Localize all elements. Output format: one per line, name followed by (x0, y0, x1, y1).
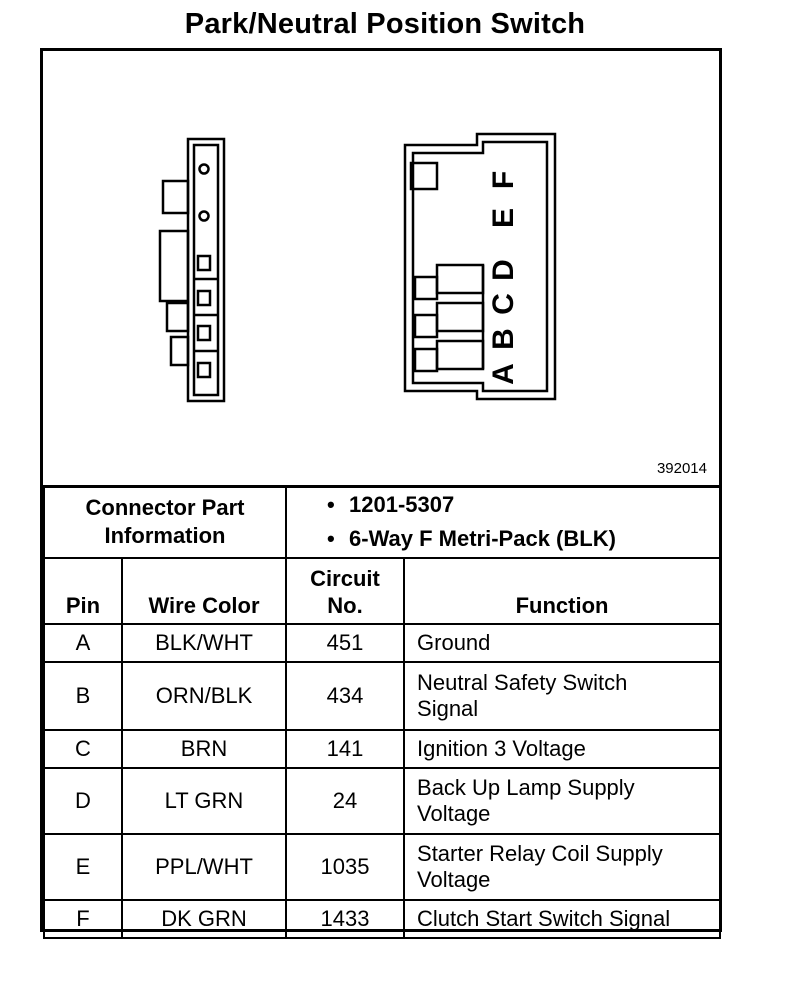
table-row: A BLK/WHT 451 Ground (43, 623, 722, 663)
function-line: Back Up Lamp Supply (417, 775, 635, 800)
cell-wire-color: BRN (120, 729, 288, 769)
cell-pin: D (43, 767, 123, 835)
pin-letter-row: A B C D E F (487, 157, 520, 397)
cell-circuit: 24 (285, 767, 406, 835)
connector-illustration (158, 132, 557, 403)
cell-function: Ground (403, 623, 722, 663)
cell-pin: C (43, 729, 123, 769)
cell-pin: A (43, 623, 123, 663)
function-line: Clutch Start Switch Signal (417, 906, 671, 931)
connector-face-view (403, 132, 557, 401)
cell-function: Clutch Start Switch Signal (403, 899, 722, 939)
cell-circuit: 451 (285, 623, 406, 663)
header-circuit-no: Circuit No. (285, 557, 406, 625)
cell-wire-color: PPL/WHT (120, 833, 288, 901)
header-function: Function (403, 557, 722, 625)
function-line: Starter Relay Coil Supply (417, 841, 663, 866)
connector-side-view (158, 137, 226, 403)
pin-letter-d: D (487, 259, 520, 281)
cell-circuit: 434 (285, 661, 406, 731)
connector-part-number: 1201-5307 (327, 488, 719, 522)
function-line: Signal (417, 696, 479, 721)
connector-drawing: A B C D E F 392014 (43, 51, 719, 488)
cell-function: Ignition 3 Voltage (403, 729, 722, 769)
connector-type: 6-Way F Metri-Pack (BLK) (327, 522, 719, 556)
table-header-row: Pin Wire Color Circuit No. Function (43, 557, 722, 625)
figure-number: 392014 (656, 460, 707, 477)
function-line: Voltage (417, 867, 491, 892)
cell-circuit: 1433 (285, 899, 406, 939)
function-line: Ground (417, 630, 491, 655)
connector-info-label: Connector Part Information (42, 485, 288, 559)
table-row: F DK GRN 1433 Clutch Start Switch Signal (43, 899, 722, 939)
pinout-table: Connector Part Information 1201-5307 6-W… (42, 485, 722, 939)
pin-letter-f: F (487, 170, 520, 190)
connector-info-row: Connector Part Information 1201-5307 6-W… (42, 485, 722, 559)
cell-wire-color: BLK/WHT (120, 623, 288, 663)
cell-wire-color: DK GRN (120, 899, 288, 939)
cell-pin: E (43, 833, 123, 901)
cell-wire-color: LT GRN (120, 767, 288, 835)
function-line: Neutral Safety Switch (417, 670, 628, 695)
header-pin: Pin (43, 557, 123, 625)
connector-info-list: 1201-5307 6-Way F Metri-Pack (BLK) (285, 485, 722, 559)
table-body: A BLK/WHT 451 Ground B ORN/BLK 434 Neutr… (43, 623, 722, 939)
pin-letter-a: A (487, 363, 520, 385)
table-row: E PPL/WHT 1035 Starter Relay Coil Supply… (43, 833, 722, 901)
cell-circuit: 141 (285, 729, 406, 769)
pin-letter-b: B (487, 328, 520, 350)
function-line: Voltage (417, 801, 491, 826)
page-title: Park/Neutral Position Switch (184, 8, 586, 40)
pin-letter-c: C (487, 293, 520, 315)
function-line: Ignition 3 Voltage (417, 736, 586, 761)
cell-wire-color: ORN/BLK (120, 661, 288, 731)
cell-pin: F (43, 899, 123, 939)
connector-chart: A B C D E F 392014 Connector Part Inform… (40, 48, 722, 939)
header-wire-color: Wire Color (120, 557, 288, 625)
cell-pin: B (43, 661, 123, 731)
table-row: C BRN 141 Ignition 3 Voltage (43, 729, 722, 769)
cell-circuit: 1035 (285, 833, 406, 901)
pin-letter-e: E (487, 208, 520, 229)
